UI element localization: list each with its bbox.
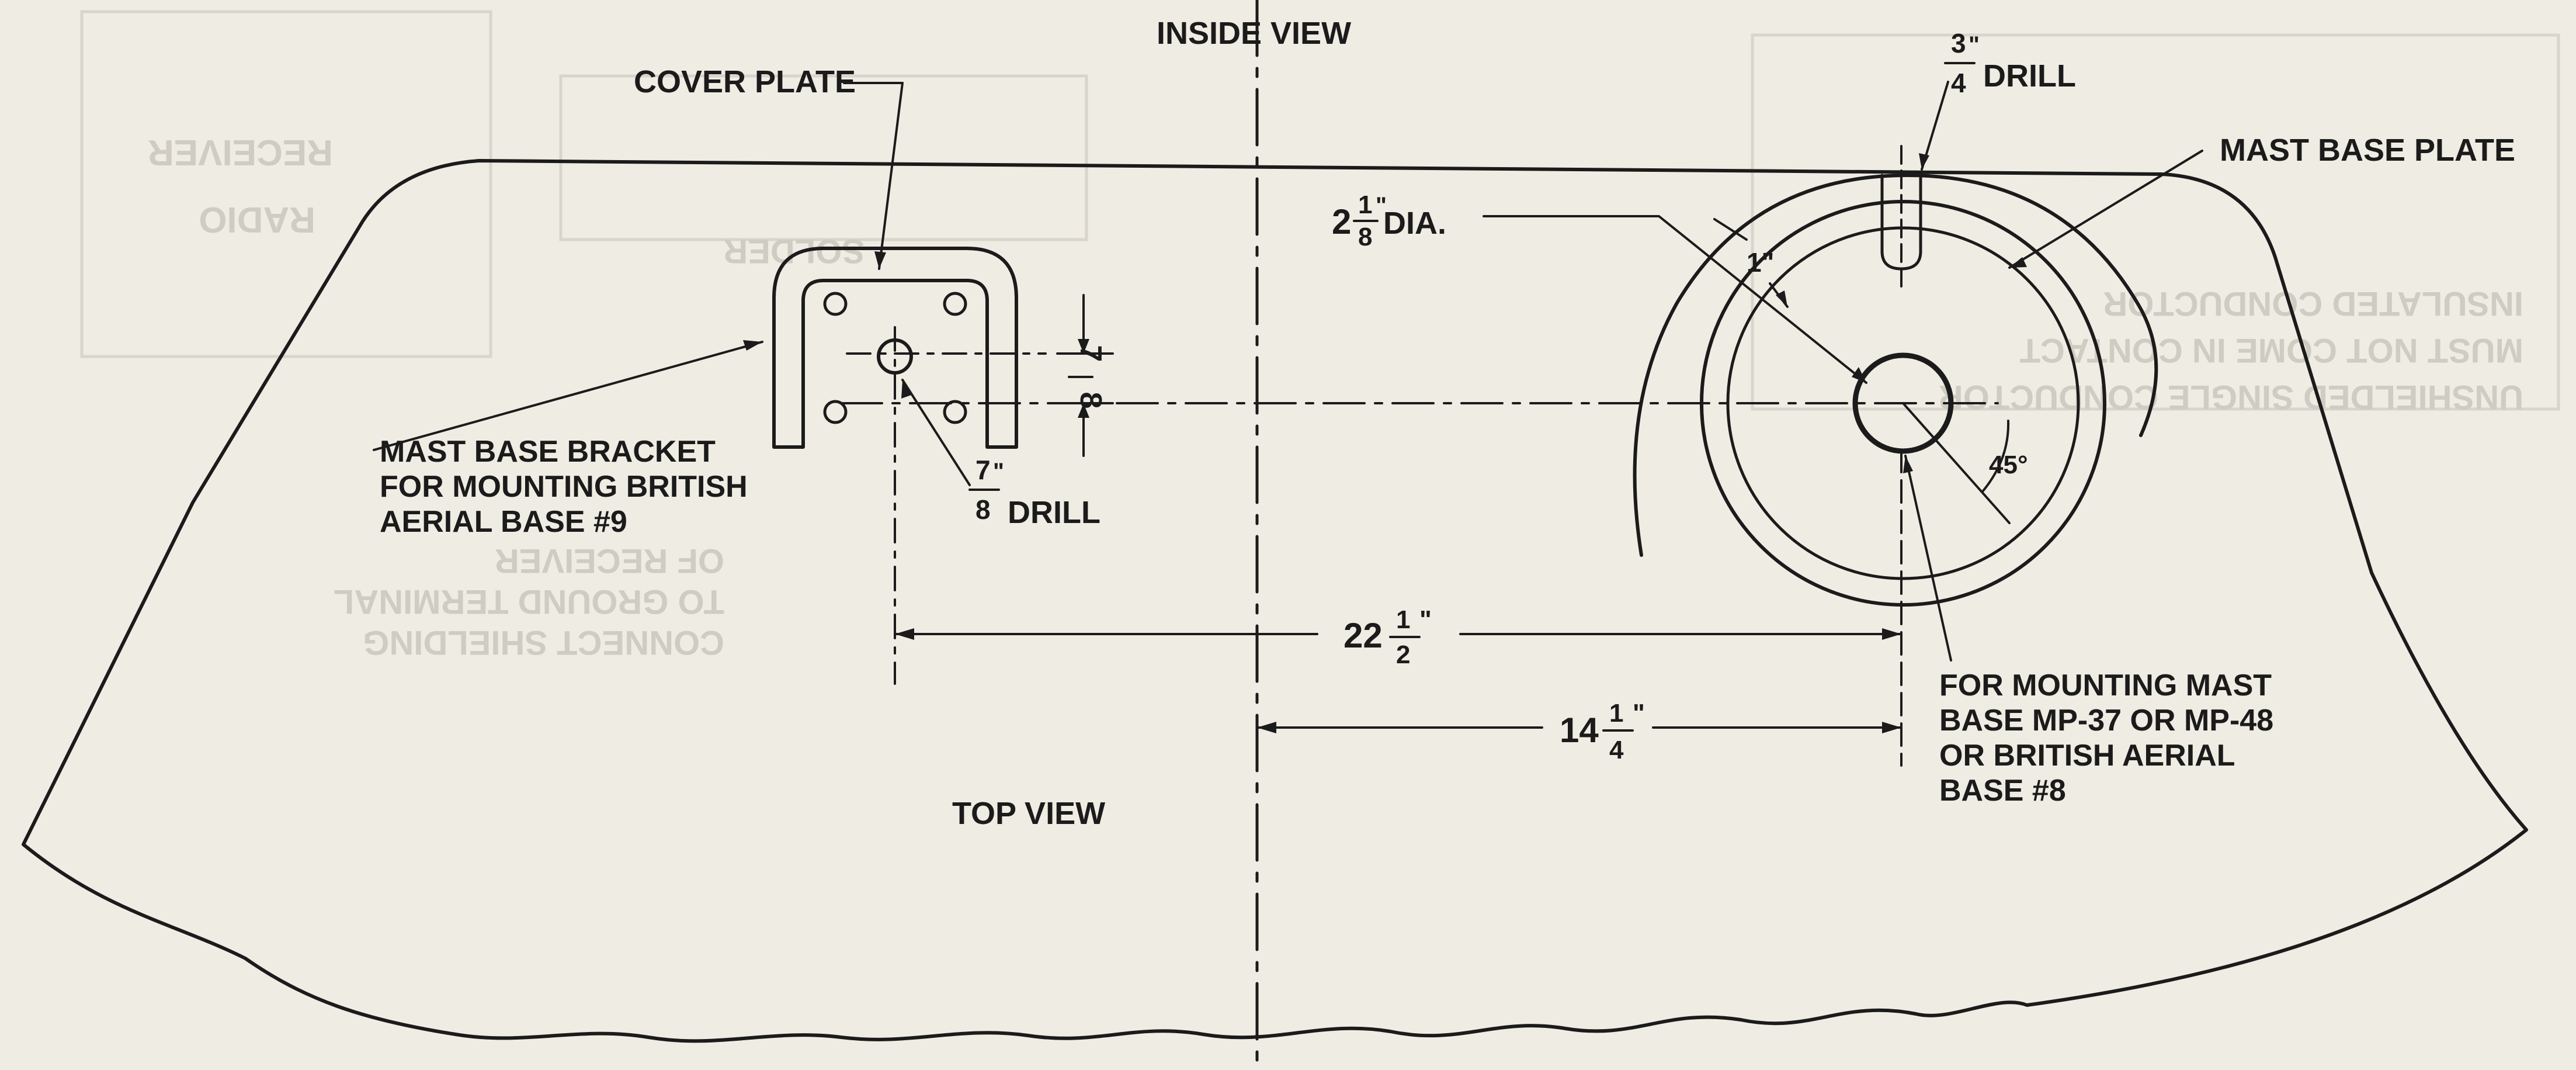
angle-line bbox=[1902, 402, 2011, 524]
bolt-hole bbox=[823, 292, 848, 316]
bracket-label-line1: MAST BASE BRACKET bbox=[380, 435, 716, 469]
inside-view-label: INSIDE VIEW bbox=[1157, 16, 1351, 51]
hole-dia-suffix: DIA. bbox=[1383, 206, 1446, 241]
bleed-text: UNSHIELDED SINGLE CONDUCTOR bbox=[1939, 378, 2523, 416]
bleed-box bbox=[80, 10, 492, 358]
mounting-note-line2: BASE MP-37 OR MP-48 bbox=[1939, 704, 2273, 737]
bleed-box bbox=[559, 74, 1088, 241]
hole-dia-whole: 2 bbox=[1332, 202, 1351, 241]
dim-14-num: 1 bbox=[1609, 699, 1623, 728]
drill-small-suffix: DRILL bbox=[1008, 495, 1100, 530]
angle-label: 45° bbox=[1989, 451, 2028, 479]
top-view-label: TOP VIEW bbox=[952, 796, 1105, 831]
bleed-box bbox=[1751, 33, 2560, 411]
offset-den: 8 bbox=[1074, 392, 1108, 409]
bleed-text: CONNECT SHIELDING bbox=[363, 624, 724, 662]
bolt-hole bbox=[823, 400, 848, 424]
bolt-hole bbox=[943, 400, 967, 424]
offset-dimension: 7 8 bbox=[1056, 294, 1114, 457]
dim-14-unit: " bbox=[1633, 699, 1645, 728]
drill-small-label: 7 " 8 DRILL bbox=[968, 455, 1100, 530]
bleed-text: RECEIVER bbox=[148, 132, 333, 172]
drill-small-unit: " bbox=[993, 459, 1004, 484]
plate-ring-inner bbox=[1726, 226, 2080, 580]
hole-dia-den: 8 bbox=[1358, 223, 1372, 251]
mounting-note-line1: FOR MOUNTING MAST bbox=[1939, 669, 2272, 702]
bleed-text: SOLDER bbox=[723, 232, 865, 270]
drill-large-unit: " bbox=[1969, 32, 1980, 58]
cover-plate-label: COVER PLATE bbox=[634, 64, 856, 99]
hull-outline bbox=[22, 159, 2528, 1043]
dim-22-whole: 22 bbox=[1343, 616, 1383, 655]
bleed-text: RADIO bbox=[199, 199, 315, 240]
dim-22-den: 2 bbox=[1396, 640, 1410, 669]
bracket-label-line2: FOR MOUNTING BRITISH bbox=[380, 470, 748, 504]
plate-ring-outer bbox=[1700, 200, 2106, 607]
bleed-through: RECEIVER RADIO SOLDER CONNECT SHIELDING … bbox=[80, 10, 2560, 662]
bracket-label-line3: AERIAL BASE #9 bbox=[380, 505, 627, 539]
offset-num: 7 bbox=[1074, 345, 1108, 362]
drill-small-num: 7 bbox=[975, 455, 991, 485]
hole-dia-num: 1 bbox=[1358, 191, 1372, 219]
leaders bbox=[373, 81, 2203, 662]
drill-small-den: 8 bbox=[975, 494, 991, 525]
hole-dia-label: 2 1 " 8 DIA. bbox=[1332, 191, 1446, 251]
drill-large-label: 3 " 4 DRILL bbox=[1944, 28, 2076, 98]
ring-width-label: 1" bbox=[1747, 247, 1774, 278]
bleed-text: TO GROUND TERMINAL bbox=[334, 583, 724, 621]
dim-center-to-mast: 14 1 4 " bbox=[1256, 699, 1903, 764]
mast-base-bracket bbox=[772, 247, 1047, 685]
dim-bracket-to-mast: 22 1 2 " bbox=[894, 605, 1903, 669]
center-hole bbox=[1852, 352, 1954, 454]
mounting-note-line3: OR BRITISH AERIAL bbox=[1939, 739, 2235, 773]
drill-large-suffix: DRILL bbox=[1983, 58, 2076, 94]
dim-14-whole: 14 bbox=[1560, 711, 1599, 750]
bleed-text: OF RECEIVER bbox=[495, 542, 724, 580]
mast-base-plate bbox=[1633, 145, 2158, 767]
dim-22-unit: " bbox=[1419, 605, 1432, 634]
drill-large-den: 4 bbox=[1951, 68, 1966, 98]
dim-14-den: 4 bbox=[1609, 736, 1624, 764]
bleed-text: INSULATED CONDUCTOR bbox=[2103, 285, 2523, 323]
bolt-hole bbox=[943, 292, 967, 316]
bleed-text: MUST NOT COME IN CONTACT bbox=[2020, 331, 2523, 369]
dim-22-num: 1 bbox=[1396, 605, 1410, 634]
hole-dia-unit: " bbox=[1376, 193, 1387, 219]
mast-base-plate-label: MAST BASE PLATE bbox=[2220, 133, 2515, 168]
mounting-note-line4: BASE #8 bbox=[1939, 774, 2066, 808]
drill-large-num: 3 bbox=[1951, 28, 1966, 58]
